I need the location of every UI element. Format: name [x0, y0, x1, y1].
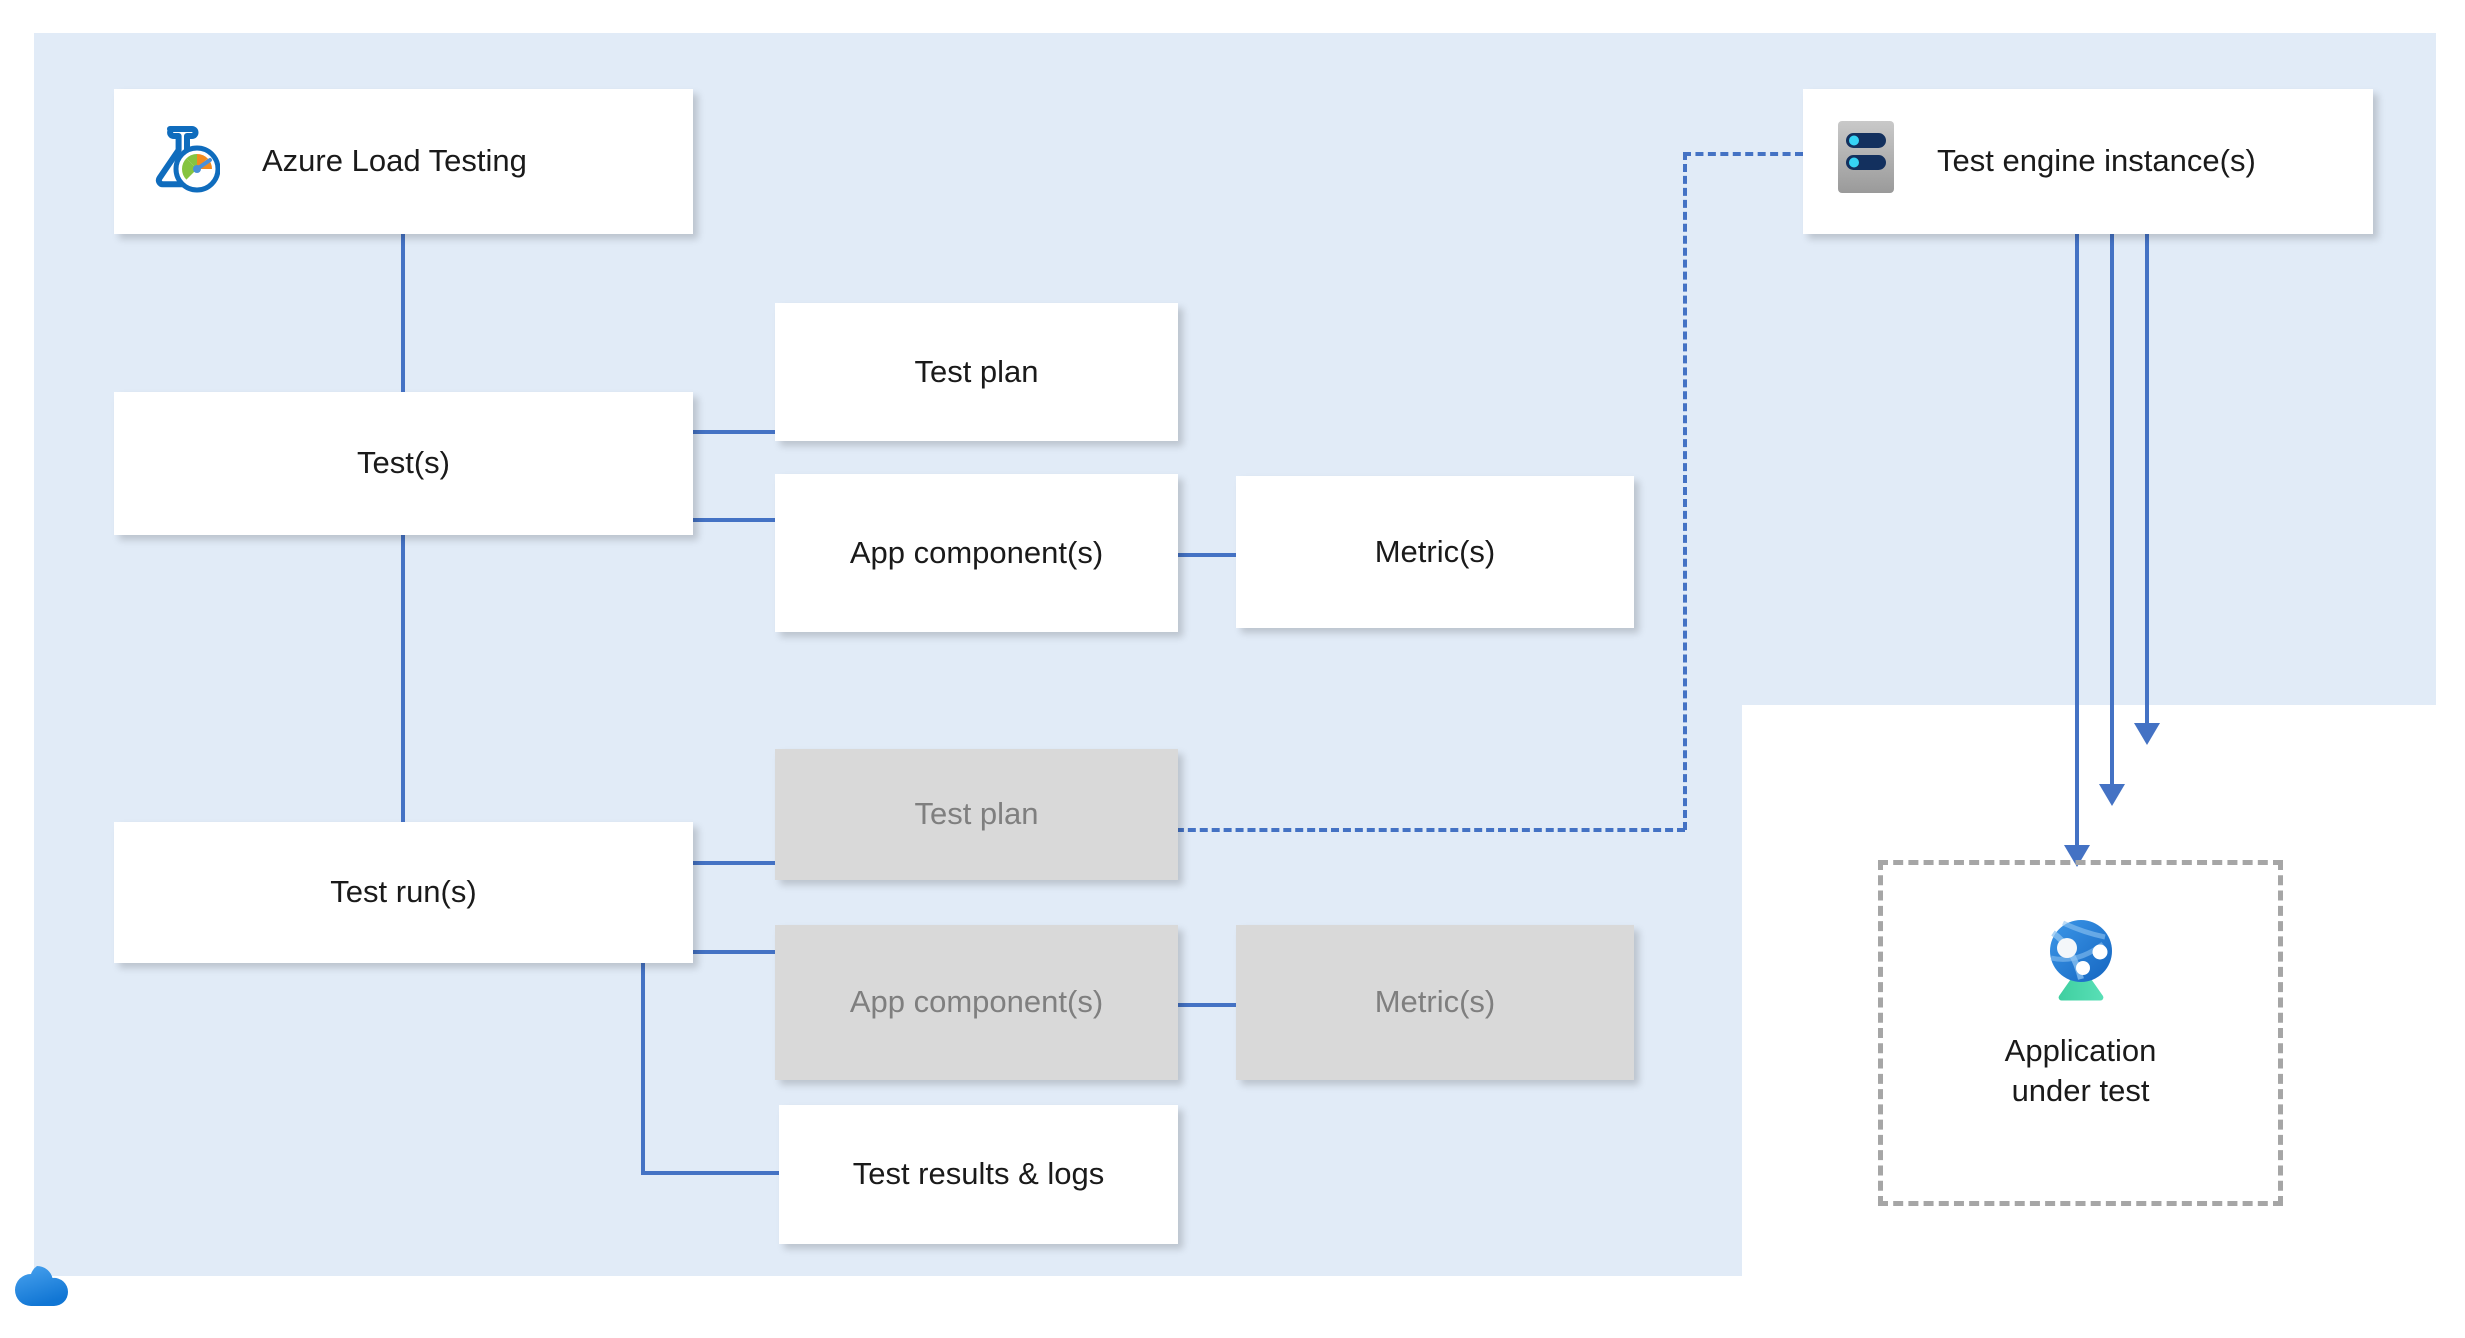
node-test-plan[interactable]: Test plan [775, 303, 1178, 441]
node-metrics-snapshot[interactable]: Metric(s) [1236, 925, 1634, 1080]
node-azure-load-testing-label: Azure Load Testing [262, 143, 527, 179]
connector-appcomponents-snapshot-to-metrics-snapshot [1178, 1003, 1236, 1007]
node-test-plan-label: Test plan [914, 353, 1039, 389]
dashed-connector-testplan-to-engine-upper [1683, 152, 1803, 156]
node-tests[interactable]: Test(s) [114, 392, 693, 535]
connector-testruns-elbow-horizontal [641, 1171, 779, 1175]
connector-testruns-to-appcomponents-snapshot [693, 950, 775, 954]
node-test-engine-instances-label: Test engine instance(s) [1937, 143, 2256, 179]
arrow-engine-to-app-middle-head [2099, 784, 2125, 806]
connector-tests-to-testruns [401, 535, 405, 824]
node-application-under-test-label: Application under test [2004, 1033, 2157, 1109]
node-test-plan-snapshot[interactable]: Test plan [775, 749, 1178, 880]
node-test-results-logs-label: Test results & logs [852, 1156, 1105, 1192]
connector-testruns-to-testplan-snapshot [693, 861, 775, 865]
connector-tests-to-testplan [693, 430, 775, 434]
connector-service-to-tests [401, 233, 405, 394]
connector-appcomponents-to-metrics [1178, 553, 1236, 557]
azure-cloud-icon [14, 1262, 86, 1319]
application-under-test-boundary [1878, 860, 2283, 1206]
azure-load-testing-flask-icon [148, 121, 221, 203]
arrow-engine-to-app-right-shaft [2145, 233, 2149, 728]
arrow-engine-to-app-middle-shaft [2110, 233, 2114, 789]
connector-testruns-elbow-vertical [641, 963, 645, 1175]
node-azure-load-testing[interactable]: Azure Load Testing [114, 89, 693, 234]
node-tests-label: Test(s) [357, 445, 450, 481]
node-metrics-label: Metric(s) [1374, 533, 1496, 569]
dashed-connector-testplan-to-engine-vertical [1683, 152, 1687, 830]
node-test-results-logs[interactable]: Test results & logs [779, 1105, 1178, 1244]
node-app-components-snapshot-label: App component(s) [849, 984, 1104, 1020]
node-application-under-test[interactable]: Application under test [1878, 910, 2283, 1112]
dashed-connector-testplan-to-engine-lower [985, 828, 1685, 832]
arrow-engine-to-app-left-shaft [2075, 233, 2079, 850]
node-app-components-label: App component(s) [849, 534, 1104, 570]
node-app-components-snapshot[interactable]: App component(s) [775, 925, 1178, 1080]
connector-tests-to-appcomponents [693, 518, 775, 522]
server-instance-icon [1837, 120, 1895, 204]
arrow-engine-to-app-right-head [2134, 723, 2160, 745]
node-test-runs[interactable]: Test run(s) [114, 822, 693, 963]
node-app-components[interactable]: App component(s) [775, 474, 1178, 632]
node-test-plan-snapshot-label: Test plan [914, 796, 1039, 832]
node-test-engine-instances[interactable]: Test engine instance(s) [1803, 89, 2373, 234]
node-metrics[interactable]: Metric(s) [1236, 476, 1634, 628]
node-test-runs-label: Test run(s) [330, 874, 477, 910]
node-metrics-snapshot-label: Metric(s) [1374, 984, 1496, 1020]
application-globe-icon [2039, 910, 2123, 1007]
